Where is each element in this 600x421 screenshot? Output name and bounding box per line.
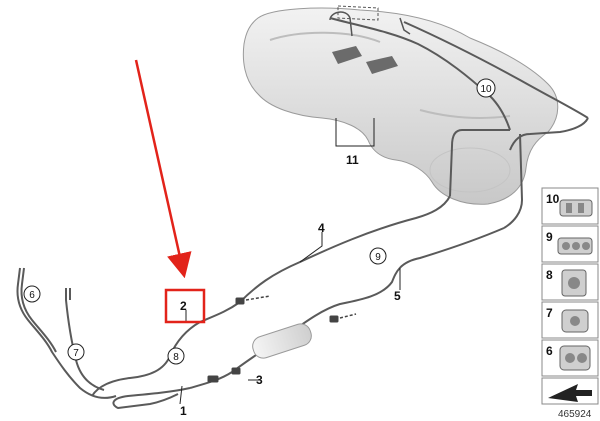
- svg-text:7: 7: [546, 306, 553, 320]
- line-connectors: [207, 295, 357, 383]
- legend-item-10: 10: [541, 187, 599, 225]
- sensor-pad: [332, 46, 362, 64]
- fuel-line-4: [91, 195, 451, 397]
- clip-icon-7: [561, 309, 589, 333]
- red-highlight-box: [164, 288, 206, 324]
- circled-callout-6: 6: [23, 285, 41, 303]
- fuel-filter: [252, 323, 312, 359]
- legend-item-7: 7: [541, 301, 599, 339]
- legend-item-6: 6: [541, 339, 599, 377]
- callout-2: 2: [180, 299, 187, 313]
- svg-text:6: 6: [546, 344, 553, 358]
- circled-callout-8: 8: [167, 347, 185, 365]
- callout-3: 3: [256, 373, 263, 387]
- callout-4: 4: [318, 221, 325, 235]
- legend-item-8: 8: [541, 263, 599, 301]
- leader-lines: [179, 118, 401, 405]
- svg-text:8: 8: [173, 352, 179, 363]
- circled-callout-7: 7: [67, 343, 85, 361]
- legend-arrow-box: [541, 377, 599, 405]
- parts-legend: 10 9 8: [541, 187, 599, 405]
- clip-icon-10: [559, 199, 593, 217]
- circled-callout-10: 10: [476, 78, 496, 98]
- red-pointer-arrow: [134, 59, 192, 279]
- document-number: 465924: [558, 409, 592, 420]
- callout-5: 5: [394, 289, 401, 303]
- fuel-tank: [242, 5, 559, 205]
- callout-11: 11: [346, 153, 359, 167]
- legend-item-9: 9: [541, 225, 599, 263]
- navigation-arrow-icon: [548, 384, 592, 402]
- clip-icon-8: [561, 269, 587, 297]
- fuel-line-1: [112, 387, 191, 409]
- svg-text:6: 6: [29, 290, 35, 301]
- circled-callout-9: 9: [369, 247, 387, 265]
- svg-text:9: 9: [375, 252, 381, 263]
- sensor-pad: [366, 56, 398, 74]
- svg-text:10: 10: [480, 84, 492, 95]
- svg-text:8: 8: [546, 268, 553, 282]
- callout-1: 1: [180, 404, 187, 418]
- tank-fuel-lines: [329, 17, 589, 229]
- svg-text:10: 10: [546, 192, 560, 206]
- clip-icon-6: [559, 345, 591, 371]
- svg-text:7: 7: [73, 348, 79, 359]
- fuel-line-5: [189, 227, 505, 389]
- svg-text:9: 9: [546, 230, 553, 244]
- clip-icon-9: [557, 237, 593, 255]
